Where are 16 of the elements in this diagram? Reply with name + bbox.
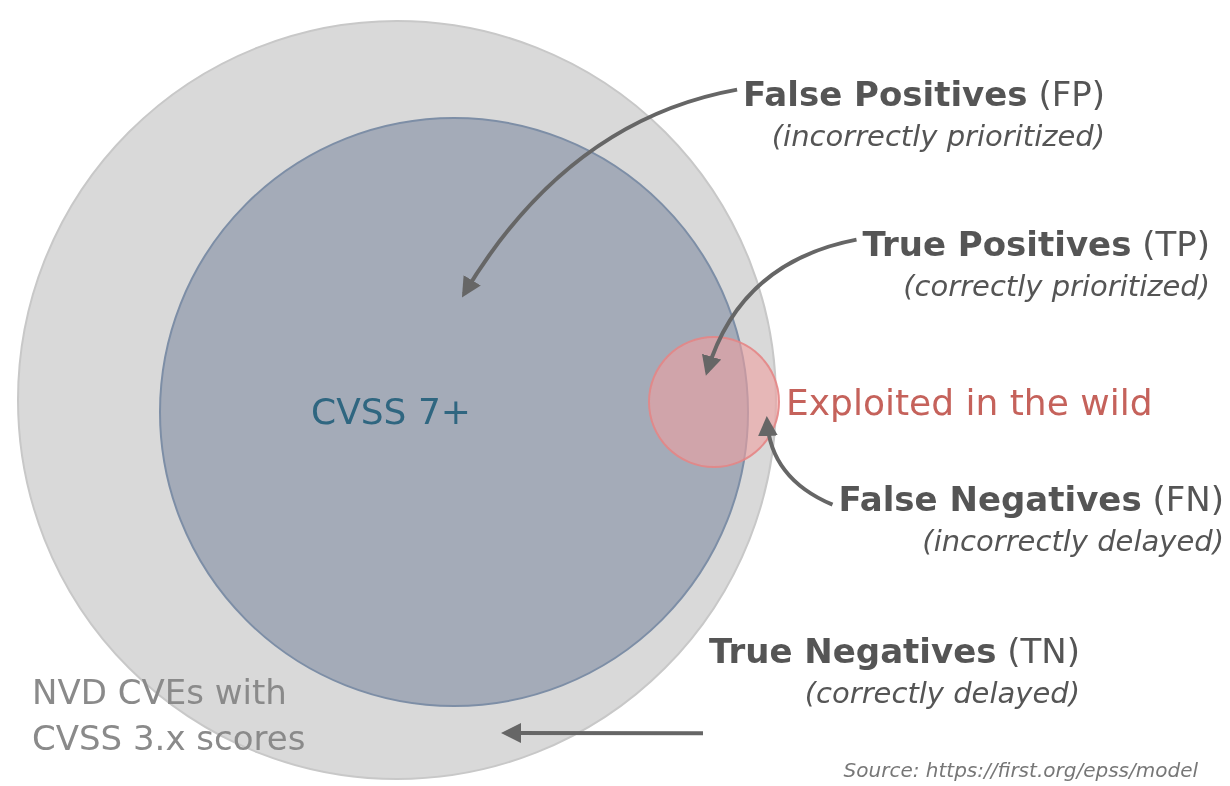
leader-arrow	[758, 416, 834, 507]
circle-label: CVSS 7+	[311, 390, 472, 434]
category-note: (incorrectly delayed)	[921, 523, 1224, 560]
category-note: (correctly delayed)	[803, 675, 1080, 712]
leader-arrow	[501, 723, 703, 743]
category-note: (correctly prioritized)	[902, 268, 1210, 305]
leader-arrow	[461, 87, 738, 298]
category-heading: True Negatives (TN)	[708, 630, 1080, 673]
leader-arrow	[702, 237, 857, 376]
category-heading: True Positives (TP)	[862, 223, 1210, 266]
category-heading: False Positives (FP)	[743, 73, 1105, 116]
category-heading: False Negatives (FN)	[838, 478, 1224, 521]
circle-label: Exploited in the wild	[786, 381, 1154, 425]
category-note: (incorrectly prioritized)	[770, 118, 1105, 155]
circle-label: NVD CVEs with CVSS 3.x scores	[32, 671, 307, 760]
source-note: Source: https://first.org/epss/model	[843, 758, 1198, 782]
